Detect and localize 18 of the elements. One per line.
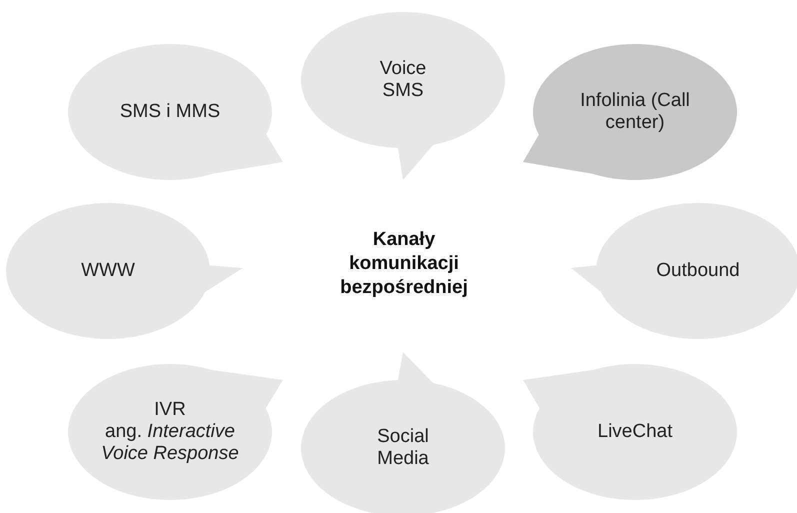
- speech-bubble: [301, 12, 505, 180]
- speech-bubble: [68, 364, 283, 500]
- bubble-text: WWW: [81, 260, 135, 282]
- center-heading: Kanały komunikacji bezpośredniej: [339, 228, 469, 300]
- speech-bubble: [571, 203, 797, 339]
- bubble-text: SMS i MMS: [120, 101, 220, 123]
- bubble-text: LiveChat: [598, 421, 672, 443]
- speech-bubble: [6, 203, 243, 339]
- bubble-text: Infolinia (Call center): [579, 90, 691, 134]
- bubble-text: ang. Interactive Voice Response: [100, 421, 240, 465]
- bubble-text: IVR: [154, 399, 186, 421]
- speech-bubble: [301, 352, 505, 513]
- bubble-text: Voice SMS: [378, 58, 428, 102]
- bubble-text: Outbound: [656, 260, 740, 282]
- speech-bubble: [523, 364, 737, 500]
- speech-bubble: [523, 44, 737, 180]
- speech-bubble: [68, 44, 283, 180]
- bubble-text: Social Media: [376, 426, 430, 470]
